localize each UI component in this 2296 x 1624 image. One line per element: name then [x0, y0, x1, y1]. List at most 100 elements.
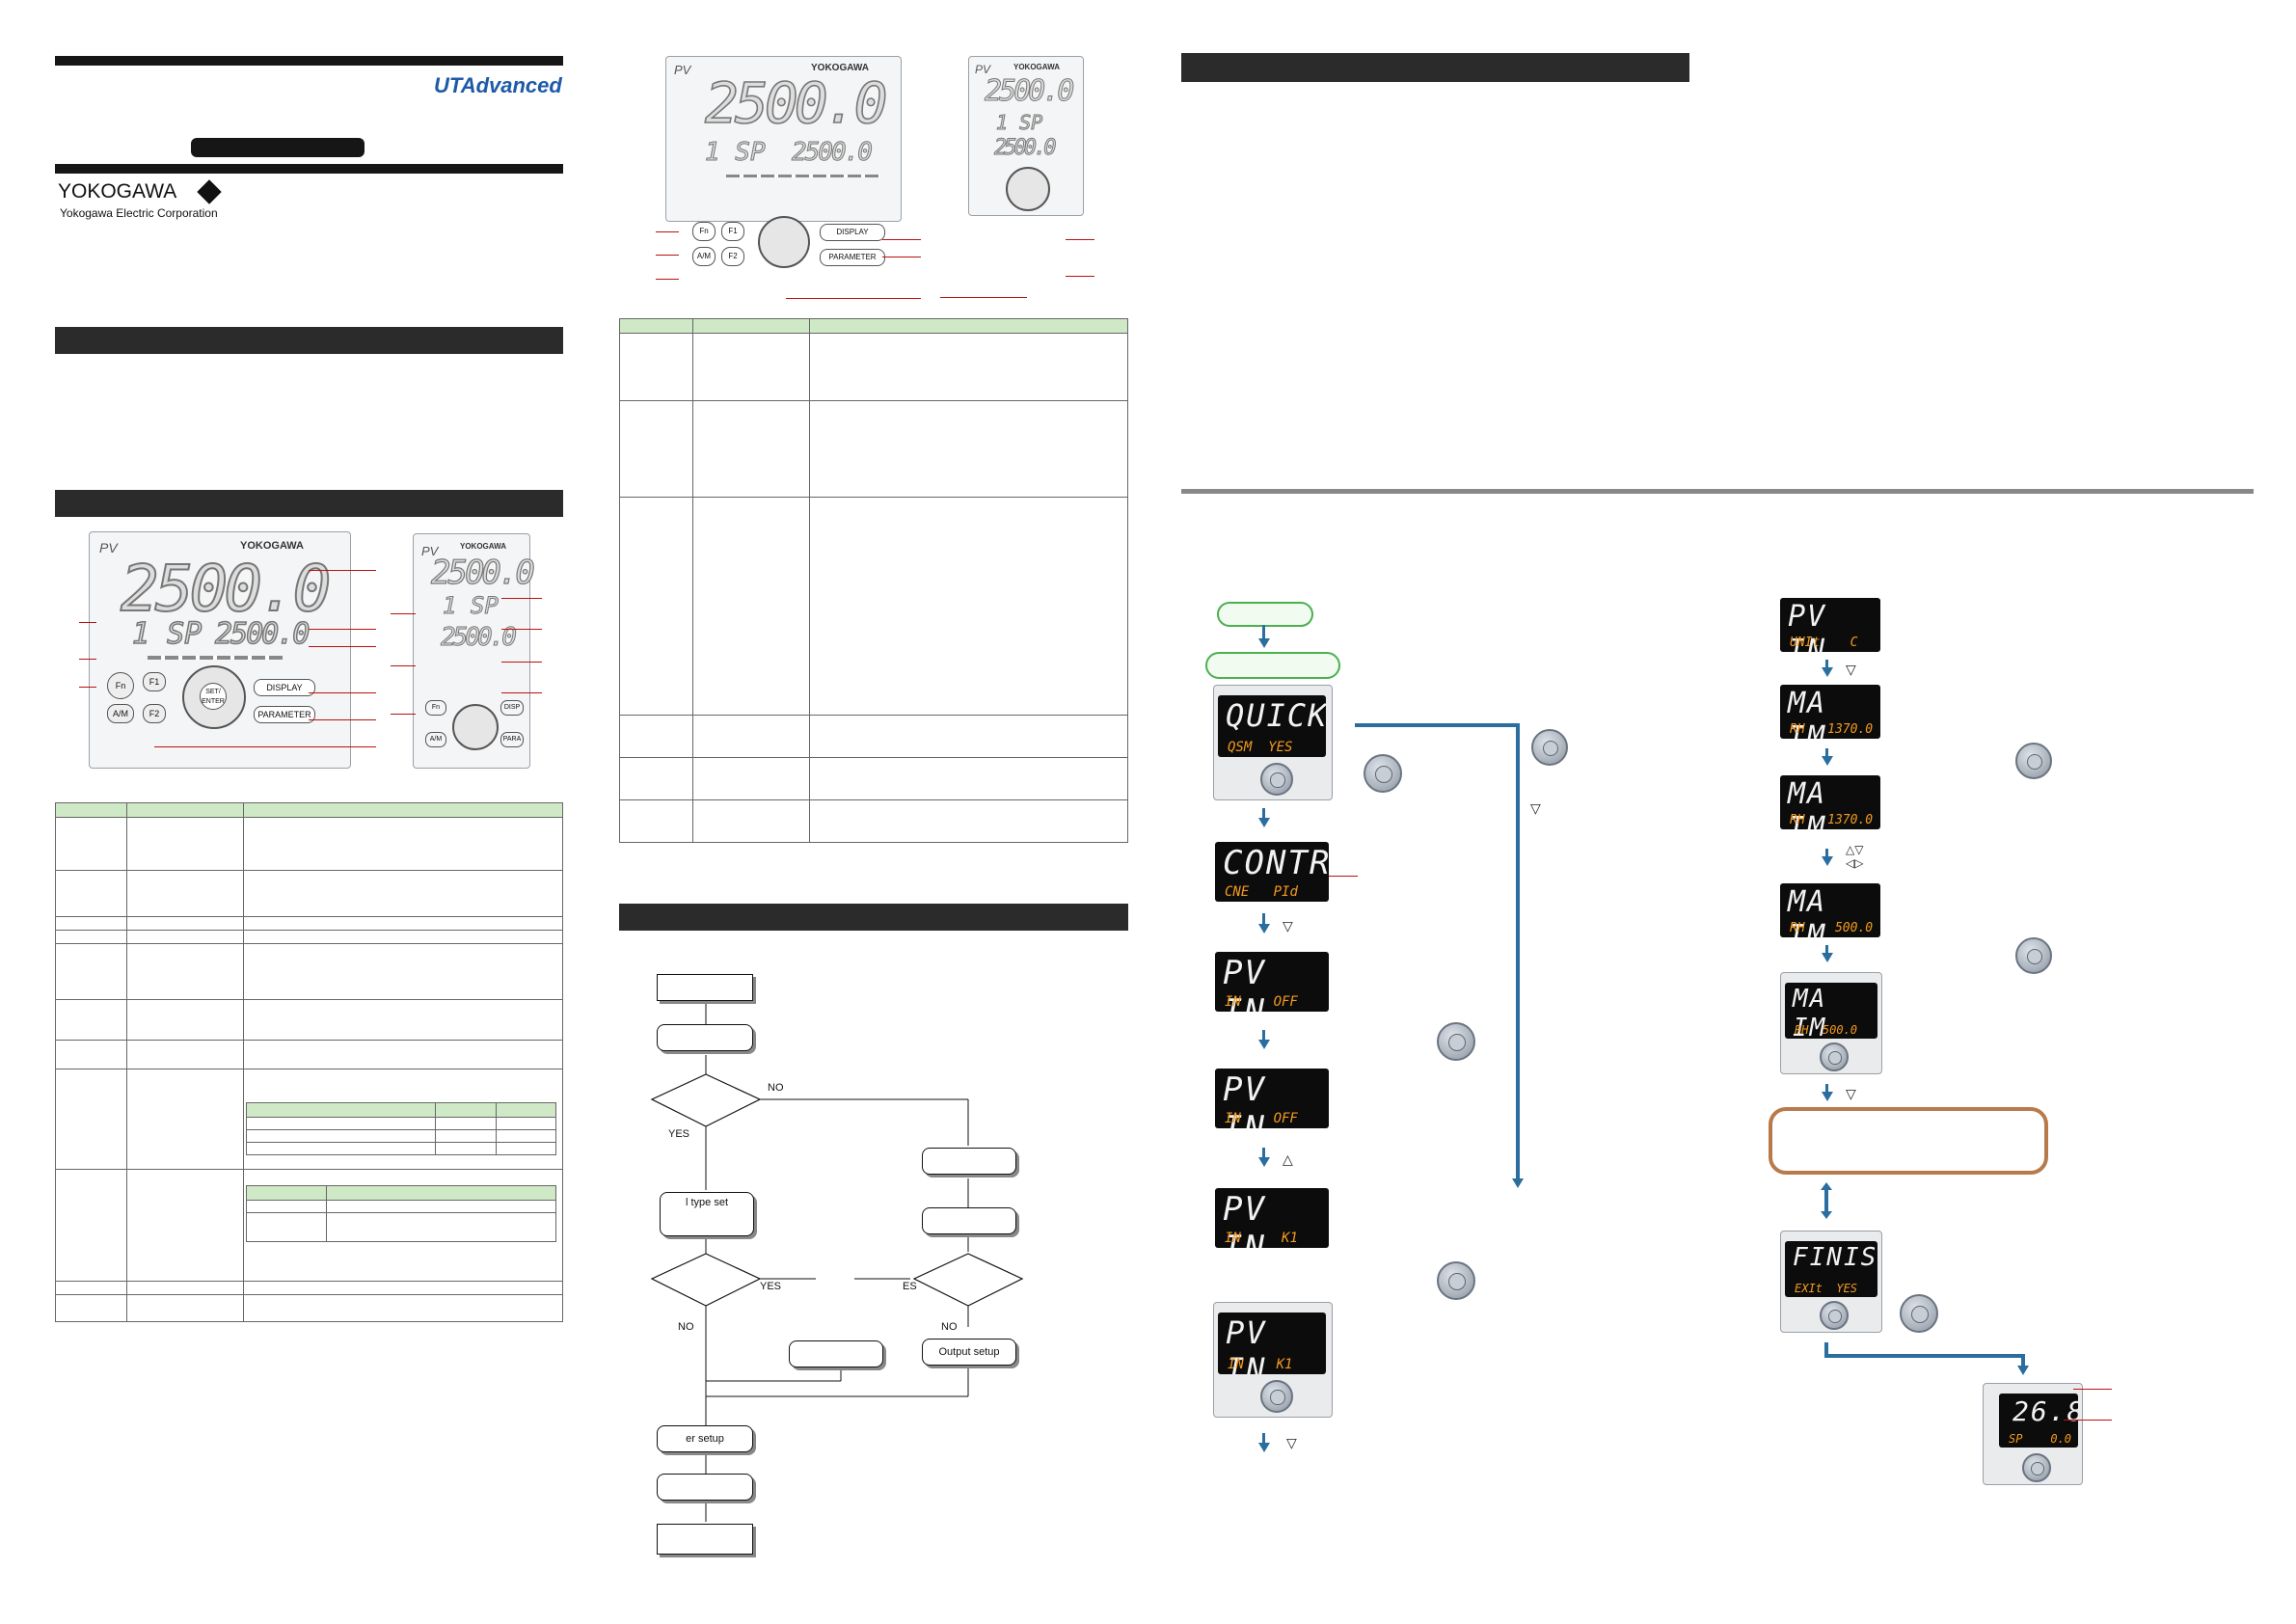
set-enter-knob-icon[interactable] — [1531, 729, 1568, 766]
callout-line — [1066, 239, 1094, 240]
down-key-icon: ▽ — [1286, 1435, 1297, 1450]
set-enter-dial[interactable]: SET/ ENTER — [182, 665, 246, 729]
flow-node-right-2 — [922, 1207, 1016, 1234]
nested-table-1 — [246, 1102, 556, 1155]
set-enter-knob[interactable] — [1260, 1380, 1293, 1413]
callout-line — [501, 629, 542, 630]
lcd-finish: FINIS EXIt YES — [1785, 1241, 1877, 1297]
f1-button[interactable]: F1 — [143, 672, 166, 691]
skip-arrow-down-icon — [1512, 1178, 1524, 1188]
final-route-horizontal — [1824, 1354, 2023, 1358]
set-enter-knob[interactable] — [1820, 1301, 1849, 1330]
section-header-4 — [1181, 53, 1689, 82]
callout-line — [501, 692, 542, 693]
fn-button[interactable]: Fn — [107, 672, 134, 699]
lcd-small-text: QSM YES — [1228, 740, 1293, 755]
callout-line — [882, 239, 921, 240]
flow-arrow-stem — [1262, 1030, 1265, 1042]
set-enter-dial-small[interactable] — [452, 704, 499, 750]
fn-button-2[interactable]: Fn — [692, 222, 716, 241]
lcd-operating: 26.8 SP 0.0 — [1999, 1394, 2078, 1448]
flow-arrow-down-icon — [1822, 953, 1833, 962]
set-enter-knob-icon[interactable] — [2015, 743, 2052, 779]
callout-line — [79, 687, 96, 688]
set-enter-knob[interactable] — [2022, 1453, 2051, 1482]
f2-button[interactable]: F2 — [143, 704, 166, 723]
set-enter-knob-icon[interactable] — [1900, 1294, 1938, 1333]
pv-label-small: PV — [421, 544, 439, 558]
para-button-small[interactable]: PARA — [500, 732, 524, 747]
callout-line — [309, 646, 376, 647]
flow-node-er-setup: er setup — [657, 1425, 753, 1452]
lcd-small-text: RH 1370.0 — [1790, 722, 1874, 737]
flow-arrow-stem — [1262, 913, 1265, 925]
flow-arrow-stem — [1825, 748, 1828, 758]
set-enter-button[interactable]: SET/ ENTER — [200, 683, 227, 710]
table-row — [619, 400, 1128, 498]
set-enter-dial-2[interactable] — [758, 216, 810, 268]
table-row — [619, 799, 1128, 843]
am-button[interactable]: A/M — [107, 704, 134, 723]
table-row — [55, 943, 563, 1000]
lcd-small-text: IN K1 — [1228, 1357, 1293, 1372]
lcd-small-text: RH 500.0 — [1795, 1023, 1858, 1037]
callout-line — [309, 629, 376, 630]
f2-button-2[interactable]: F2 — [721, 247, 744, 266]
flow-label-yes-left: YES — [668, 1128, 690, 1140]
front-panel-large: PV YOKOGAWA 2500.0 1 SP 2500.0 Fn F1 A/M… — [89, 531, 351, 769]
lcd-big-text: 26.8 — [2012, 1395, 2078, 1427]
lcd-big-text: QUICK — [1226, 697, 1326, 734]
lcd-maxim-1: MA IM RH 1370.0 — [1780, 685, 1880, 739]
callout-line — [309, 692, 376, 693]
lcd-small-text: IN OFF — [1225, 1111, 1298, 1126]
set-enter-knob[interactable] — [1260, 763, 1293, 796]
double-arrow-icon — [1824, 1188, 1828, 1211]
flow-node-type-set: l type set — [660, 1192, 754, 1236]
flow-arrow-down-icon — [1258, 924, 1270, 934]
callout-line — [656, 255, 679, 256]
set-enter-knob-icon[interactable] — [1364, 754, 1402, 793]
section-header-1 — [55, 327, 563, 354]
flow-node-output-setup: Output setup — [922, 1339, 1016, 1366]
flow-arrow-down-icon — [1822, 1092, 1833, 1101]
utadvanced-logo: UTAdvanced — [434, 73, 562, 97]
section-header-3 — [619, 904, 1128, 931]
callout-line — [2073, 1389, 2112, 1390]
table-row — [55, 1069, 563, 1170]
parameter-button-2[interactable]: PARAMETER — [820, 249, 885, 266]
f1-button-2[interactable]: F1 — [721, 222, 744, 241]
display-button[interactable]: DISPLAY — [254, 679, 315, 696]
callout-line — [1329, 876, 1358, 877]
fn-button-small[interactable]: Fn — [425, 700, 446, 716]
set-enter-dial-small-2[interactable] — [1006, 167, 1050, 211]
sp-number-display: 1 SP — [131, 616, 203, 652]
am-button-small[interactable]: A/M — [425, 732, 446, 747]
flow-arrow-down-icon — [1822, 756, 1833, 766]
set-enter-knob-icon[interactable] — [2015, 937, 2052, 974]
set-enter-knob[interactable] — [1820, 1042, 1849, 1071]
lcd-big-text: MA IM — [1788, 777, 1827, 829]
table-row — [55, 999, 563, 1041]
flow-label-yes-mid: YES — [760, 1281, 782, 1292]
parameter-button[interactable]: PARAMETER — [254, 706, 315, 723]
flow-arrow-stem — [1262, 1433, 1265, 1445]
panel-brand-2: YOKOGAWA — [811, 63, 870, 73]
callout-line — [2064, 1420, 2112, 1421]
down-arrow-head-icon — [1821, 1211, 1832, 1219]
set-enter-knob-icon[interactable] — [1437, 1022, 1475, 1061]
set-enter-knob-icon[interactable] — [1437, 1261, 1475, 1300]
panel-brand-small: YOKOGAWA — [460, 542, 507, 551]
lcd-big-text: PV IN — [1223, 1190, 1266, 1248]
display-button-2[interactable]: DISPLAY — [820, 224, 885, 241]
flow-arrow-down-icon — [2017, 1366, 2029, 1375]
skip-route-line — [1355, 723, 1519, 727]
lcd-small-text: RH 500.0 — [1790, 921, 1874, 935]
callout-line — [309, 719, 376, 720]
disp-button-small[interactable]: DISP — [500, 700, 524, 716]
callout-line — [656, 231, 679, 232]
down-key-icon: ▽ — [1530, 800, 1541, 816]
am-button-2[interactable]: A/M — [692, 247, 716, 266]
lcd-maxim-3: MA IM RH 500.0 — [1780, 883, 1880, 937]
device-quick: QUICK QSM YES — [1213, 685, 1333, 800]
lcd-big-text: PV IN — [1226, 1314, 1267, 1374]
